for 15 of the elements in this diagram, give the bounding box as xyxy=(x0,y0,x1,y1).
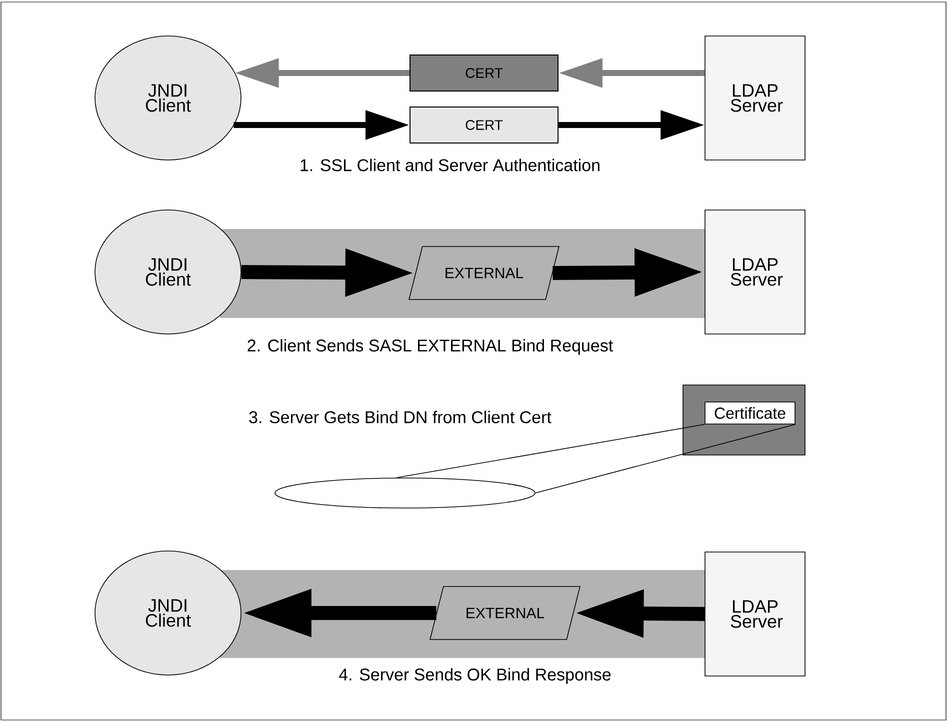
step-caption: 2. Client Sends SASL EXTERNAL Bind Request xyxy=(248,339,613,355)
mechanism-parallelogram: EXTERNAL xyxy=(430,586,580,640)
mechanism-parallelogram: EXTERNAL xyxy=(408,246,560,300)
certificate-box: CERT xyxy=(410,54,558,92)
server-box: LDAP Server xyxy=(704,36,806,160)
certificate-box: CERT xyxy=(410,106,558,144)
certificate-label-box: Certificate xyxy=(704,402,796,424)
step-caption: 4. Server Sends OK Bind Response xyxy=(339,668,611,684)
step-caption: 3. Server Gets Bind DN from Client Cert xyxy=(249,410,552,424)
server-box: LDAP Server xyxy=(704,552,806,676)
server-box: LDAP Server xyxy=(704,210,806,334)
dn-ellipse xyxy=(274,478,536,508)
leader-line xyxy=(396,424,705,478)
leader-line xyxy=(535,424,796,494)
step-caption: 1. SSL Client and Server Authentication xyxy=(300,158,600,172)
